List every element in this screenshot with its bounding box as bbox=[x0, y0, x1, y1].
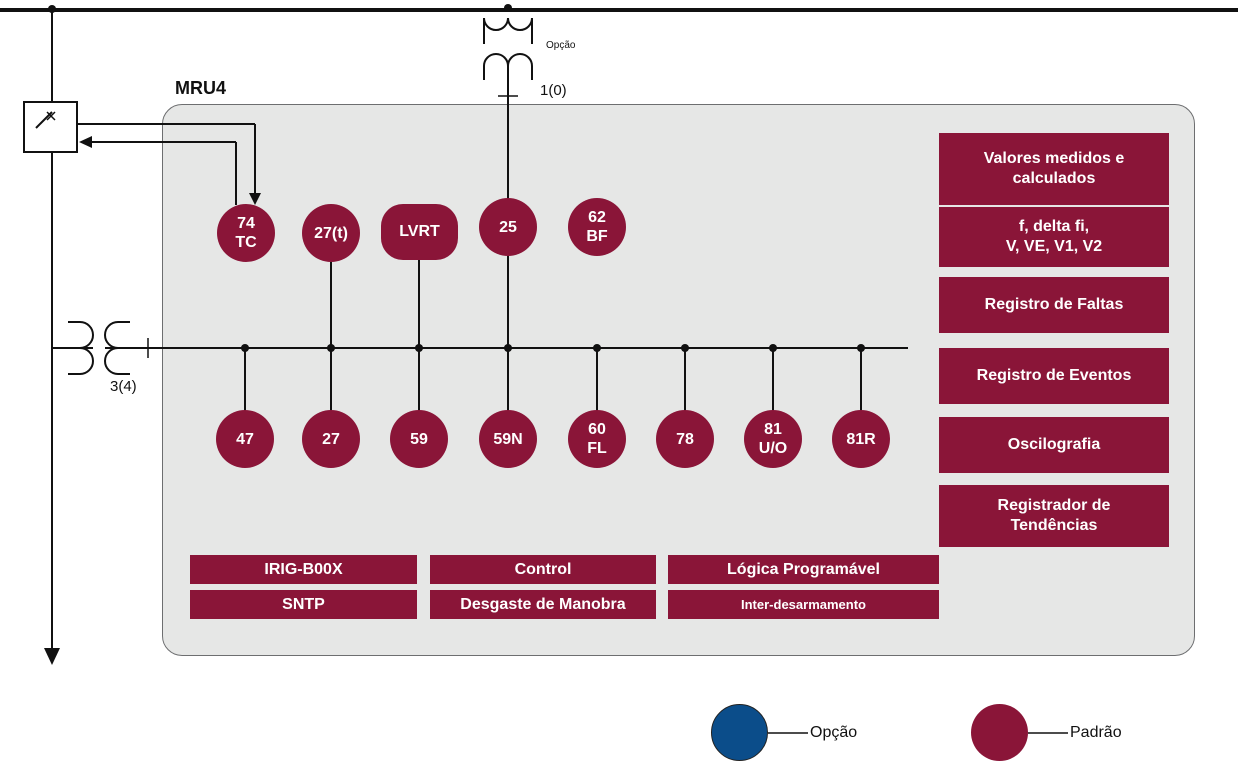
function-27: 27 bbox=[302, 410, 360, 468]
sntp-box: SNTP bbox=[190, 590, 417, 619]
programmable-logic-box: Lógica Programável bbox=[668, 555, 939, 584]
function-47: 47 bbox=[216, 410, 274, 468]
option-small-label: Opção bbox=[546, 40, 576, 51]
device-title: MRU4 bbox=[175, 78, 227, 98]
legend-option-swatch bbox=[711, 704, 768, 761]
function-27t: 27(t) bbox=[302, 204, 360, 262]
vt-top-count: 1(0) bbox=[540, 82, 567, 99]
function-25: 25 bbox=[479, 198, 537, 256]
function-78: 78 bbox=[656, 410, 714, 468]
function-74tc: 74 TC bbox=[217, 204, 275, 262]
legend-standard-swatch bbox=[971, 704, 1028, 761]
trend-recorder-box: Registrador de Tendências bbox=[939, 485, 1169, 547]
function-81r: 81R bbox=[832, 410, 890, 468]
irig-box: IRIG-B00X bbox=[190, 555, 417, 584]
function-59: 59 bbox=[390, 410, 448, 468]
function-81uo: 81 U/O bbox=[744, 410, 802, 468]
circuit-breaker bbox=[23, 101, 78, 153]
feeder-arrow bbox=[44, 648, 60, 665]
control-box: Control bbox=[430, 555, 656, 584]
function-60fl: 60 FL bbox=[568, 410, 626, 468]
breaker-wear-box: Desgaste de Manobra bbox=[430, 590, 656, 619]
function-lvrt: LVRT bbox=[381, 204, 458, 260]
function-62bf: 62 BF bbox=[568, 198, 626, 256]
measured-values-box: Valores medidos e calculados bbox=[939, 133, 1169, 205]
legend-standard-label: Padrão bbox=[1070, 724, 1122, 741]
vt-left-count: 3(4) bbox=[110, 378, 137, 395]
measured-values-list: f, delta fi, V, VE, V1, V2 bbox=[939, 207, 1169, 267]
legend-option-label: Opção bbox=[810, 724, 858, 741]
intertrip-box: Inter-desarmamento bbox=[668, 590, 939, 619]
oscillography-box: Oscilografia bbox=[939, 417, 1169, 473]
fault-recorder-box: Registro de Faltas bbox=[939, 277, 1169, 333]
function-59n: 59N bbox=[479, 410, 537, 468]
event-recorder-box: Registro de Eventos bbox=[939, 348, 1169, 404]
